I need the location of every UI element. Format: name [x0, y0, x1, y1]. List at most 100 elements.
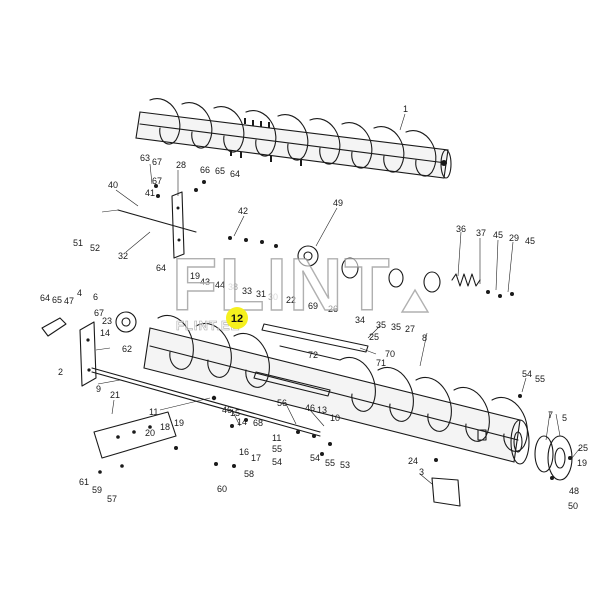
part-label: 14: [100, 328, 110, 338]
part-label: 4: [77, 288, 82, 298]
part-label: 11: [149, 407, 158, 417]
part-label: 45: [525, 236, 535, 246]
part-label: 26: [328, 304, 338, 314]
part-label: 48: [569, 486, 579, 496]
part-label: 58: [244, 469, 254, 479]
part-label: 49: [333, 198, 343, 208]
part-label: 55: [325, 458, 335, 468]
part-label: 18: [160, 422, 170, 432]
part-label: 47: [64, 296, 74, 306]
part-label: 17: [251, 453, 261, 463]
part-label: 54: [272, 457, 282, 467]
part-label: 6: [93, 292, 98, 302]
part-label: 44: [215, 280, 225, 290]
part-label: 22: [286, 295, 296, 305]
part-label: 25: [578, 443, 588, 453]
part-label: 31: [256, 289, 266, 299]
part-label: 11: [272, 433, 281, 443]
part-label: 54: [522, 369, 532, 379]
part-label: 14: [237, 417, 247, 427]
part-label: 33: [242, 286, 252, 296]
part-label: 37: [476, 228, 486, 238]
part-label: 32: [118, 251, 128, 261]
part-label: 64: [40, 293, 50, 303]
part-label: 67: [152, 157, 162, 167]
part-label: 65: [52, 295, 62, 305]
part-label: 67: [94, 308, 104, 318]
part-label: 16: [239, 447, 249, 457]
part-label: 55: [272, 444, 282, 454]
part-label: 69: [308, 301, 318, 311]
part-label: 19: [174, 418, 184, 428]
part-label: 57: [107, 494, 117, 504]
part-label: 61: [79, 477, 89, 487]
part-label: 62: [122, 344, 132, 354]
part-label: 55: [535, 374, 545, 384]
highlight-circle[interactable]: [226, 307, 248, 329]
part-label: 36: [456, 224, 466, 234]
part-label: 10: [330, 413, 340, 423]
part-label: 46: [305, 403, 315, 413]
part-label: 35: [376, 320, 386, 330]
part-label: 56: [277, 398, 287, 408]
part-label: 50: [568, 501, 578, 511]
watermark-triangle-icon: [400, 288, 430, 313]
part-label: 9: [96, 384, 101, 394]
part-label: 29: [509, 233, 519, 243]
part-label: 64: [230, 169, 240, 179]
part-label: 1: [403, 104, 408, 114]
watermark-text: FLINT: [172, 243, 392, 326]
part-label: 72: [308, 350, 318, 360]
part-label: 30: [268, 292, 278, 302]
part-label: 7: [548, 410, 553, 420]
part-label: 5: [562, 413, 567, 423]
part-label: 63: [140, 153, 150, 163]
part-labels: 1 63 67 28 66 65 64 40 67 41 42 49 51 52…: [40, 104, 588, 511]
leader-lines: [95, 113, 581, 485]
part-label: 51: [73, 238, 83, 248]
part-label: 40: [108, 180, 118, 190]
part-label: 64: [156, 263, 166, 273]
watermark-subtext: FLINT.EE: [176, 318, 240, 333]
part-label: 8: [422, 333, 427, 343]
lower-auger: [143, 315, 530, 465]
part-label: 27: [405, 324, 415, 334]
part-label: 28: [176, 160, 186, 170]
part-label: 23: [102, 316, 112, 326]
part-label: 21: [110, 390, 120, 400]
highlight-badge[interactable]: 12: [226, 307, 248, 329]
part-label: 42: [238, 206, 248, 216]
part-label: 3: [419, 467, 424, 477]
part-label: 43: [200, 277, 210, 287]
part-label: 52: [90, 243, 100, 253]
part-label: 2: [58, 367, 63, 377]
part-label: 45: [493, 230, 503, 240]
part-label: 46: [222, 405, 232, 415]
part-label: 60: [217, 484, 227, 494]
part-label: 25: [369, 332, 379, 342]
part-label: 35: [391, 322, 401, 332]
part-label: 66: [200, 165, 210, 175]
upper-auger: [135, 98, 452, 179]
part-label: 20: [145, 428, 155, 438]
part-label: 68: [253, 418, 263, 428]
part-label: 15: [230, 408, 240, 418]
part-label: 53: [340, 460, 350, 470]
part-label: 67: [152, 176, 162, 186]
part-label: 71: [376, 358, 386, 368]
part-label: 13: [317, 405, 327, 415]
part-label: 24: [408, 456, 418, 466]
part-label: 70: [385, 349, 395, 359]
part-label: 38: [228, 282, 238, 292]
part-label: 19: [190, 271, 200, 281]
part-label: 41: [145, 188, 155, 198]
watermark: FLINT FLINT.EE: [171, 242, 430, 333]
part-label: 59: [92, 485, 102, 495]
highlight-label[interactable]: 12: [231, 313, 243, 325]
part-label: 34: [355, 315, 365, 325]
part-label: 19: [577, 458, 587, 468]
part-label: 54: [310, 453, 320, 463]
shaft-and-hardware: [41, 180, 573, 507]
part-label: 65: [215, 166, 225, 176]
